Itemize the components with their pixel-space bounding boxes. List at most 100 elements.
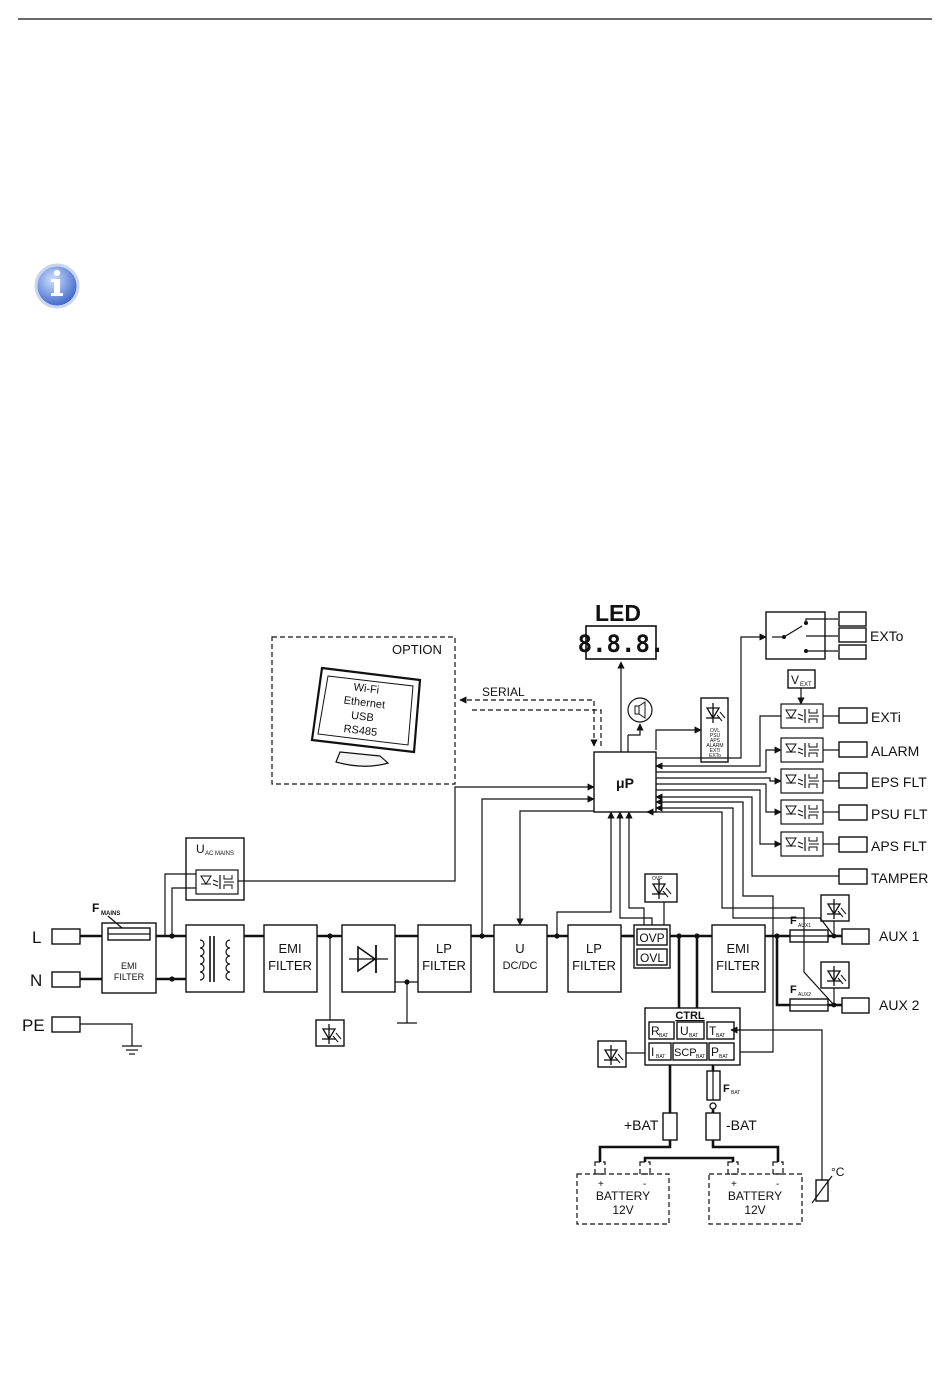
io-channels: V EXT EXTi ALARM EPS FLT PSU FLT APS FLT…: [655, 669, 928, 886]
minus-bat-terminal: [705, 1112, 721, 1141]
option-title: OPTION: [392, 642, 442, 657]
option-line-4: RS485: [343, 723, 378, 739]
battery-control: CTRL R BAT U BAT T BAT I BAT SCP BAT P B…: [597, 798, 823, 1180]
ubat-label: U: [680, 1024, 689, 1038]
lp-filter-1: [417, 924, 472, 993]
led-digits: 8.8.8.: [578, 630, 665, 658]
plus-bat-terminal: [662, 1112, 678, 1141]
ovp-label: OVP: [639, 931, 664, 945]
svg-text:+: +: [598, 1179, 604, 1190]
rbat-label: R: [651, 1024, 660, 1038]
exti-label: EXTi: [871, 709, 901, 725]
battery2-line1: BATTERY: [728, 1189, 782, 1203]
ovl-box: [636, 948, 668, 966]
ovp-led-indicator: [644, 873, 678, 903]
ibat-label: I: [651, 1045, 654, 1059]
svg-text:+: +: [731, 1179, 737, 1190]
tamper-terminal: [838, 868, 868, 885]
microcontroller: [593, 751, 657, 813]
status-line-1: OVL: [710, 728, 720, 734]
lp1-line2: FILTER: [422, 958, 466, 973]
svg-text:-: -: [643, 1179, 646, 1190]
option-box: [271, 636, 456, 785]
status-line-5: EXTi: [710, 748, 721, 754]
svg-text:BAT: BAT: [719, 1054, 728, 1060]
option-line-1: Wi-Fi: [353, 682, 380, 697]
aux1-terminal: [841, 928, 870, 945]
plus-bat-label: +BAT: [624, 1117, 659, 1133]
eps-flt-terminal: [838, 772, 868, 789]
exti-terminal: [838, 707, 868, 724]
svg-text:OVP: OVP: [652, 876, 663, 882]
scp-label: SCP: [674, 1047, 697, 1059]
pbat-label: P: [711, 1045, 719, 1059]
fbat-sub: BAT: [731, 1090, 740, 1096]
terminal-n-label: N: [30, 971, 42, 990]
option-line-2: Ethernet: [343, 695, 386, 712]
led-title: LED: [595, 600, 641, 626]
fuse-mains-label: F: [92, 901, 99, 915]
vext-sub: EXT: [800, 682, 812, 688]
aux2-terminal: [841, 997, 870, 1014]
terminal-l-label: L: [32, 928, 41, 947]
emi-mains-line1: EMI: [121, 961, 137, 971]
svg-text:-: -: [776, 1179, 779, 1190]
psu-flt-terminal: [838, 804, 868, 821]
status-line-6: EXTo: [709, 753, 721, 759]
terminal-pe: [51, 1016, 81, 1033]
aps-flt-terminal: [838, 836, 868, 853]
faux1-sub: AUX1: [798, 923, 811, 929]
mains-monitor: U AC MAINS: [164, 783, 595, 936]
aps-flt-label: APS FLT: [871, 838, 927, 854]
emi2-line2: FILTER: [716, 958, 760, 973]
minus-bat-label: -BAT: [726, 1117, 757, 1133]
battery-1: [576, 1173, 670, 1225]
svg-text:BAT: BAT: [696, 1054, 705, 1060]
mcu-label: μP: [616, 775, 634, 791]
temp-label: °C: [831, 1165, 845, 1179]
battery2-line2: 12V: [744, 1203, 765, 1217]
svg-text:BAT: BAT: [689, 1033, 698, 1039]
buzzer-icon: [627, 697, 653, 723]
emi-mains-line2: FILTER: [114, 972, 145, 982]
dcdc-line1: U: [515, 941, 524, 956]
lp2-line1: LP: [586, 941, 602, 956]
led-display: [585, 625, 657, 660]
aux-outputs: F AUX1 F AUX2 AUX 1 AUX 2: [646, 804, 920, 1014]
u-mains-label: U: [196, 842, 205, 856]
status-line-3: APS: [710, 738, 721, 744]
mains-input: L N PE F MAINS EMI FILTER: [22, 901, 186, 1055]
aux1-label: AUX 1: [879, 928, 920, 944]
mains-led-indicator: [315, 1019, 345, 1047]
fbat-label: F: [723, 1083, 730, 1095]
exto-relay: EXTo: [656, 611, 904, 759]
aux2-led: [820, 961, 850, 989]
dcdc-line2: DC/DC: [503, 960, 538, 972]
fuse-mains-sub: MAINS: [101, 911, 120, 917]
emi-filter-1: [263, 924, 318, 993]
lp-filter-2: [567, 924, 622, 993]
option-line-3: USB: [350, 710, 374, 725]
battery-led: [597, 1040, 627, 1068]
info-icon: [34, 263, 80, 309]
aux2-label: AUX 2: [879, 997, 920, 1013]
eps-flt-label: EPS FLT: [871, 774, 927, 790]
aux1-led: [820, 894, 850, 922]
faux1-label: F: [790, 915, 797, 927]
svg-text:BAT: BAT: [659, 1033, 668, 1039]
emi1-line2: FILTER: [268, 958, 312, 973]
power-chain: EMI FILTER LP FILTER U DC/DC LP FILTER: [185, 795, 766, 1047]
battery-section: F BAT +BAT -BAT + - + - BATTERY 12V BATT…: [576, 1065, 845, 1225]
lp2-line2: FILTER: [572, 958, 616, 973]
svg-text:BAT: BAT: [656, 1054, 665, 1060]
faux2-label: F: [790, 984, 797, 996]
u-mains-sub: AC MAINS: [205, 851, 234, 857]
terminal-n: [51, 971, 81, 988]
exto-label: EXTo: [870, 628, 904, 644]
status-line-2: PSU: [710, 733, 721, 739]
dcdc-converter: [493, 924, 548, 993]
alarm-terminal: [838, 741, 868, 758]
vext-label: V: [791, 673, 799, 687]
ovl-label: OVL: [640, 951, 664, 965]
ctrl-title: CTRL: [675, 1010, 705, 1022]
